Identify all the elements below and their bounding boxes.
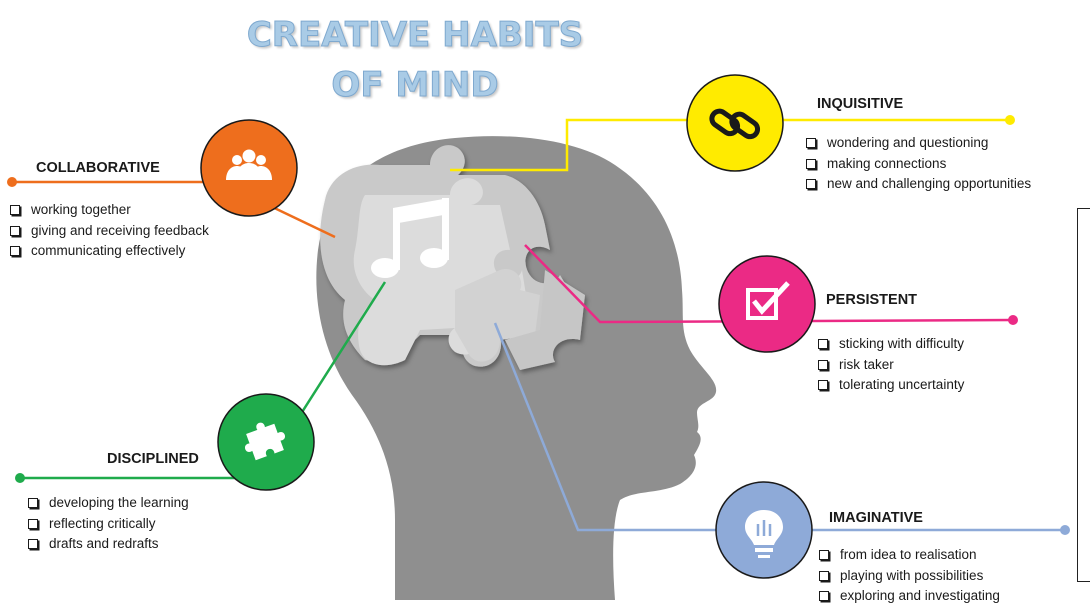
side-frame	[1077, 208, 1090, 582]
inquisitive-badge	[686, 74, 784, 172]
people-group-icon	[226, 149, 272, 180]
music-note-icon	[371, 198, 449, 278]
list-item: sticking with difficulty	[818, 334, 964, 355]
persistent-connector	[524, 244, 1018, 325]
page-title: CREATIVE HABITS OF MIND	[220, 10, 610, 110]
list-item-label: making connections	[827, 155, 947, 171]
checkbox-icon	[806, 179, 816, 190]
checkbox-icon	[818, 359, 828, 370]
list-item: giving and receiving feedback	[10, 221, 209, 242]
checkbox-icon	[10, 225, 20, 236]
persistent-heading: PERSISTENT	[826, 292, 918, 308]
checkbox-icon	[806, 138, 816, 149]
imaginative-list: from idea to realisation playing with po…	[819, 545, 1000, 607]
chain-link-icon	[709, 108, 761, 140]
checkbox-icon	[28, 518, 38, 529]
list-item: making connections	[806, 154, 1031, 175]
checkbox-icon	[10, 205, 20, 216]
list-item: communicating effectively	[10, 241, 209, 262]
checkbox-icon	[819, 550, 829, 561]
list-item: developing the learning	[28, 493, 189, 514]
list-item: risk taker	[818, 355, 964, 376]
inquisitive-list: wondering and questioning making connect…	[806, 133, 1031, 195]
imaginative-badge	[715, 481, 813, 579]
persistent-badge	[718, 255, 816, 353]
list-item-label: communicating effectively	[31, 243, 186, 258]
checkbox-icon	[806, 158, 816, 169]
list-item: playing with possibilities	[819, 566, 1000, 587]
list-item: exploring and investigating	[819, 586, 1000, 607]
list-item: new and challenging opportunities	[806, 174, 1031, 195]
checkbox-icon	[10, 246, 20, 257]
checkbox-icon	[28, 498, 38, 509]
list-item-label: reflecting critically	[49, 515, 156, 531]
title-line-2: OF MIND	[331, 65, 499, 106]
list-item-label: risk taker	[839, 356, 894, 372]
list-item-label: from idea to realisation	[840, 547, 977, 562]
list-item: reflecting critically	[28, 514, 189, 535]
list-item: drafts and redrafts	[28, 534, 189, 555]
checkbox-icon	[819, 591, 829, 602]
imaginative-connector	[493, 322, 1070, 535]
checkbox-icon	[818, 339, 828, 350]
collaborative-heading: COLLABORATIVE	[36, 160, 160, 176]
checkbox-tick-icon	[746, 281, 790, 320]
list-item-label: drafts and redrafts	[49, 536, 159, 551]
collaborative-badge	[200, 119, 298, 217]
list-item-label: working together	[31, 202, 131, 217]
puzzle-piece-icon	[244, 422, 286, 461]
inquisitive-heading: INQUISITIVE	[817, 96, 904, 112]
list-item: wondering and questioning	[806, 133, 1031, 154]
checkbox-icon	[818, 380, 828, 391]
collaborative-list: working together giving and receiving fe…	[10, 200, 209, 262]
title-line-1: CREATIVE HABITS	[246, 15, 584, 56]
list-item-label: new and challenging opportunities	[827, 176, 1032, 191]
list-item-label: sticking with difficulty	[839, 336, 965, 351]
list-item-label: exploring and investigating	[840, 588, 1000, 603]
list-item-label: giving and receiving feedback	[31, 222, 209, 238]
list-item-label: developing the learning	[49, 495, 189, 510]
checkbox-icon	[28, 539, 38, 550]
disciplined-list: developing the learning reflecting criti…	[28, 493, 189, 555]
light-bulb-icon	[745, 510, 783, 558]
list-item: tolerating uncertainty	[818, 375, 964, 396]
disciplined-badge	[217, 393, 315, 491]
disciplined-heading: DISCIPLINED	[107, 451, 199, 467]
list-item: working together	[10, 200, 209, 221]
list-item-label: wondering and questioning	[827, 135, 989, 150]
inquisitive-connector	[450, 115, 1015, 172]
list-item-label: tolerating uncertainty	[839, 377, 965, 392]
imaginative-heading: IMAGINATIVE	[829, 510, 923, 526]
list-item-label: playing with possibilities	[840, 567, 984, 583]
list-item: from idea to realisation	[819, 545, 1000, 566]
checkbox-icon	[819, 570, 829, 581]
persistent-list: sticking with difficulty risk taker tole…	[818, 334, 964, 396]
